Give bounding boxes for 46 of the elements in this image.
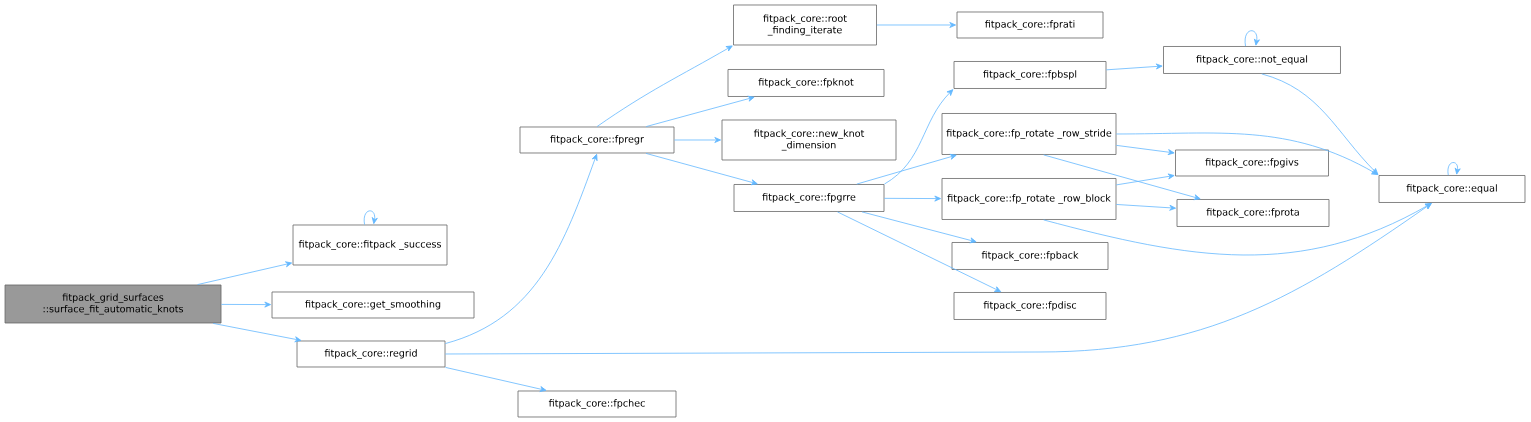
function-box: fitpack_core::fpgivs: [1175, 149, 1329, 177]
function-box: fitpack_core::fpgrre: [733, 184, 885, 212]
function-box: fitpack_core::fpknot: [727, 69, 885, 97]
arrow: [1116, 132, 1379, 175]
arrow: [837, 211, 1002, 293]
arrow: [445, 367, 547, 392]
arrow: [212, 323, 302, 343]
function-box: fitpack_core::fp_rotate _row_stride: [941, 113, 1117, 155]
function-box: fitpack_core::fprati: [956, 11, 1104, 39]
arrow: [445, 153, 598, 344]
arrow: [884, 195, 941, 202]
arrow: [1116, 173, 1175, 186]
function-box: fitpack_grid_surfaces ::surface_fit_automatic_knots: [4, 284, 222, 324]
function-box: fitpack_core::equal: [1378, 175, 1526, 203]
function-box: fitpack_core::root _finding_iterate: [733, 4, 877, 46]
arrow: [197, 261, 293, 285]
function-box: fitpack_core::fpregr: [519, 126, 675, 154]
arrow: [645, 95, 755, 127]
arrow: [1043, 154, 1201, 201]
function-box: fitpack_core::fprota: [1176, 199, 1330, 227]
function-box: fitpack_core::not_equal: [1163, 46, 1341, 74]
function-box: fitpack_core::fpdisc: [953, 292, 1107, 320]
arrow: [1106, 63, 1163, 71]
function-box: fitpack_core::fp_rotate _row_block: [941, 178, 1117, 220]
arrow: [876, 22, 956, 28]
function-box: fitpack_core::get_smoothing: [271, 291, 475, 319]
arrow: [645, 153, 758, 186]
arrow: [674, 137, 721, 143]
arrow: [1447, 162, 1461, 176]
arrow: [445, 203, 1432, 355]
arrow: [1116, 144, 1175, 156]
function-box: fitpack_core::new_knot _dimension: [721, 119, 897, 161]
arrow: [596, 45, 733, 127]
function-box: fitpack_core::fpback: [951, 242, 1109, 270]
function-box: fitpack_core::regrid: [296, 340, 446, 368]
arrow: [363, 210, 378, 225]
arrow: [856, 153, 957, 185]
arrow: [1116, 204, 1176, 211]
arrow: [1244, 30, 1260, 47]
arrow: [861, 211, 977, 244]
arrow: [221, 301, 271, 308]
arrow: [1261, 73, 1379, 175]
arrow: [884, 89, 954, 185]
function-box: fitpack_core::fpchec: [517, 390, 677, 418]
function-box: fitpack_core::fpbspl: [953, 61, 1107, 89]
function-box: fitpack_core::fitpack _success: [292, 224, 448, 266]
